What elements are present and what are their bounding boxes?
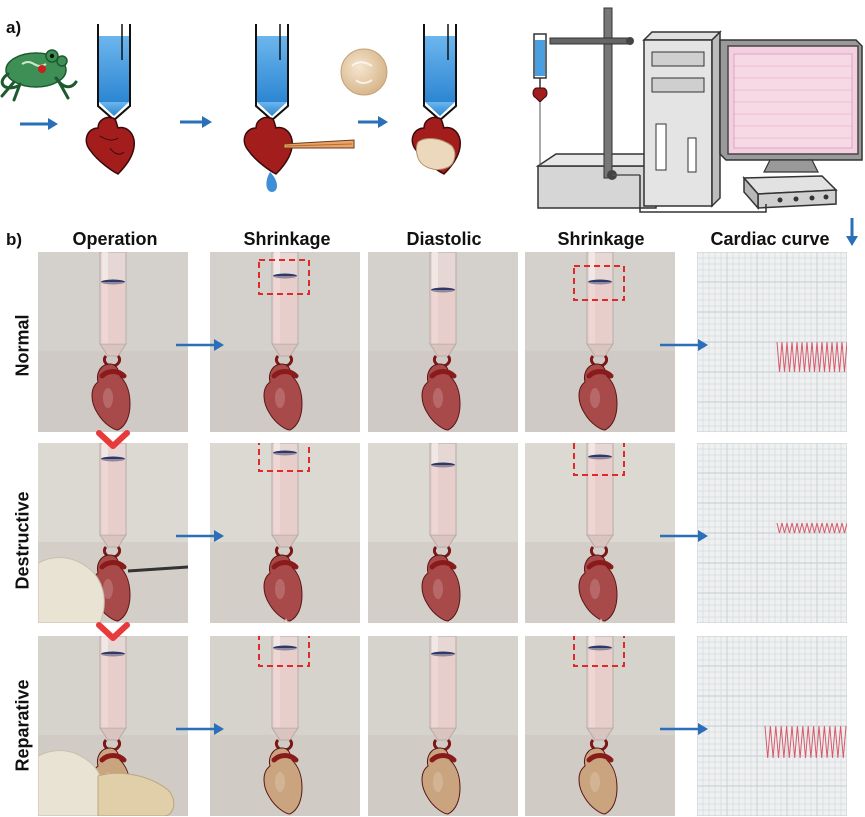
heart-icon (411, 116, 461, 175)
gloved-hand (38, 557, 105, 623)
heart-specimen (421, 252, 461, 431)
column-label-shrinkage-2: Shrinkage (557, 229, 645, 249)
column-label-shrinkage-1: Shrinkage (243, 229, 331, 249)
photo-destructive-0 (38, 443, 188, 623)
heart-specimen (263, 636, 303, 815)
panel-b-label: b) (6, 230, 23, 249)
shrinkage-highlight-box (573, 636, 625, 667)
arrow-right-icon (660, 339, 708, 351)
panel-a-illustration (0, 7, 863, 213)
patch-icon (340, 48, 388, 96)
cannula-with-heart-2 (243, 24, 355, 192)
shrinkage-highlight-box (258, 259, 310, 295)
row-label-destructive: Destructive (12, 491, 33, 590)
photo-reparative-3 (525, 636, 675, 816)
photo-reparative-0 (38, 636, 188, 816)
row-label-normal: Normal (12, 314, 33, 377)
solution-drop (266, 172, 277, 192)
heart-specimen (91, 443, 131, 622)
heart-specimen (421, 443, 461, 622)
heart-specimen (421, 636, 461, 815)
chevron-down-icon (96, 430, 130, 449)
cardiac-trace (697, 636, 847, 816)
photo-destructive-2 (368, 443, 518, 623)
shrinkage-highlight-box (258, 636, 310, 667)
photo-normal-3 (525, 252, 675, 432)
arrow-right-icon (176, 339, 224, 351)
shrinkage-highlight-box (258, 443, 310, 472)
tweezers-icon (127, 565, 188, 573)
photo-reparative-2 (368, 636, 518, 816)
photo-reparative-1 (210, 636, 360, 816)
arrow-right-icon (660, 530, 708, 542)
photo-reparative-4 (697, 636, 847, 816)
arrow-right-icon (20, 118, 58, 130)
arrow-right-icon (358, 116, 388, 128)
arrow-right-icon (176, 723, 224, 735)
arrow-right-icon (660, 723, 708, 735)
chevron-down-icon (96, 622, 130, 641)
photo-normal-4 (697, 252, 847, 432)
photo-normal-0 (38, 252, 188, 432)
shrinkage-highlight-box (573, 265, 625, 301)
frog-icon (0, 49, 78, 102)
tweezers-icon (283, 139, 355, 149)
column-label-cardiac-curve: Cardiac curve (710, 229, 830, 249)
cannula-with-heart-1 (85, 24, 135, 175)
shrinkage-highlight-box (573, 443, 625, 476)
trace-line (776, 522, 847, 534)
heart-specimen (578, 443, 618, 623)
arrow-right-icon (176, 530, 224, 542)
heart-specimen (263, 252, 303, 431)
photo-normal-1 (210, 252, 360, 432)
recorder-box (639, 175, 838, 213)
monitor-icon (719, 39, 863, 173)
trace-line (776, 341, 847, 373)
arrow-down-icon (846, 218, 858, 246)
cardiac-trace (697, 252, 847, 432)
cannula-with-heart-3 (411, 24, 461, 175)
heart-icon (85, 116, 135, 175)
heart-specimen (578, 636, 618, 815)
gloved-hand (97, 772, 175, 816)
heart-specimen (263, 443, 303, 623)
column-label-operation: Operation (72, 229, 158, 249)
heart-icon (243, 116, 293, 175)
heart-specimen (578, 252, 618, 431)
photo-destructive-4 (697, 443, 847, 623)
arrow-right-icon (180, 116, 212, 128)
photo-destructive-1 (210, 443, 360, 623)
trace-line (764, 725, 847, 759)
heart-specimen (91, 252, 131, 431)
panel-a-label: a) (6, 18, 22, 37)
cardiac-trace (697, 443, 847, 623)
row-label-reparative: Reparative (12, 679, 33, 772)
photo-destructive-3 (525, 443, 675, 623)
photo-normal-2 (368, 252, 518, 432)
computer-icon (642, 30, 722, 208)
column-label-diastolic: Diastolic (406, 229, 482, 249)
